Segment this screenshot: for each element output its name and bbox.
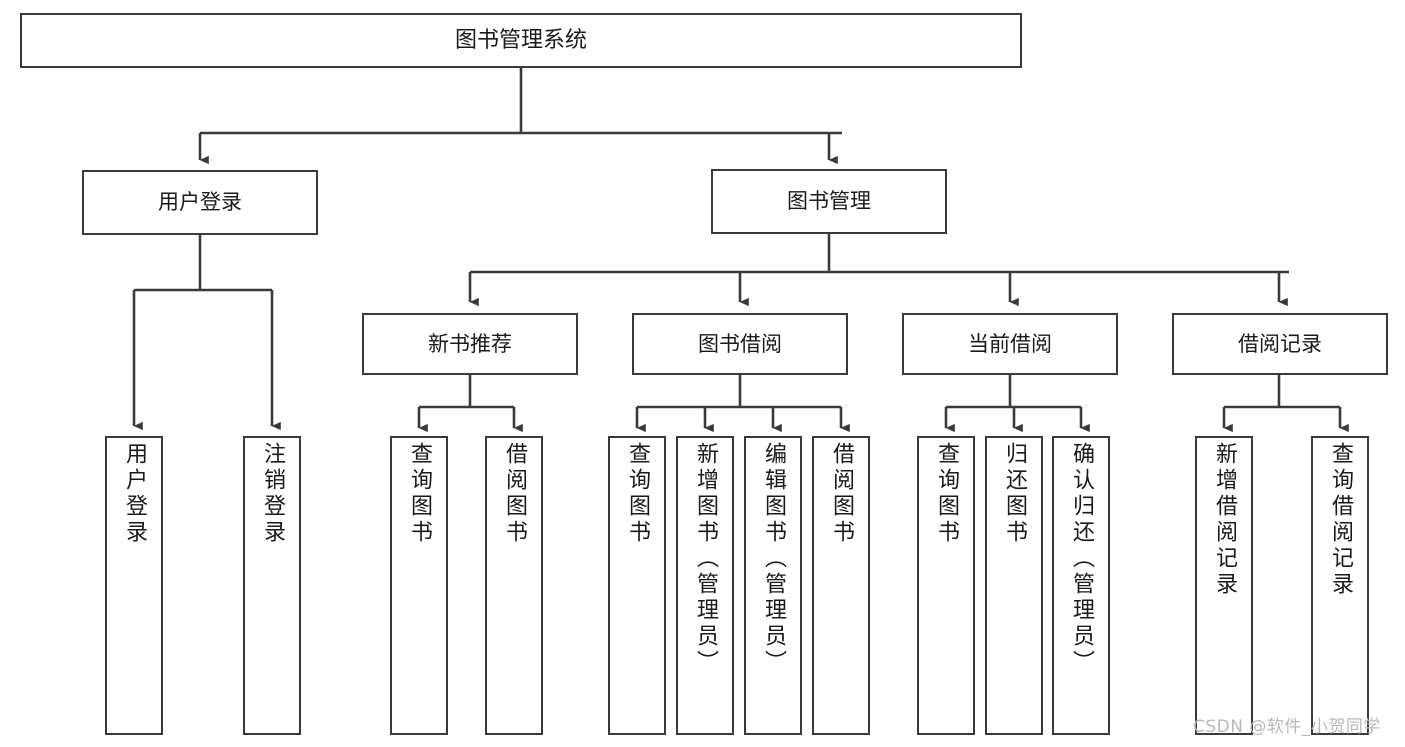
leaf-edit-book-label: 编辑图书（管理员） [761,442,786,676]
node-book-manage-label: 图书管理 [787,189,871,214]
node-new-book-recommend-label: 新书推荐 [428,331,512,356]
leaf-borrow-book-2-label: 借阅图书 [829,442,854,546]
leaf-confirm-return[interactable]: 确认归还（管理员） [1052,436,1110,735]
leaf-add-book-label: 新增图书（管理员） [693,442,718,676]
leaf-add-record-label: 新增借阅记录 [1212,442,1237,598]
leaf-query-book-1-label: 查询图书 [407,442,432,546]
leaf-query-record[interactable]: 查询借阅记录 [1311,436,1369,735]
leaf-add-book[interactable]: 新增图书（管理员） [676,436,734,735]
node-new-book-recommend[interactable]: 新书推荐 [362,313,578,375]
leaf-query-book-3[interactable]: 查询图书 [917,436,975,735]
leaf-query-book-1[interactable]: 查询图书 [390,436,448,735]
leaf-borrow-book-1[interactable]: 借阅图书 [485,436,543,735]
leaf-borrow-book-2[interactable]: 借阅图书 [812,436,870,735]
leaf-query-book-2[interactable]: 查询图书 [608,436,666,735]
leaf-borrow-book-1-label: 借阅图书 [502,442,527,546]
node-current-borrow[interactable]: 当前借阅 [902,313,1118,375]
leaf-add-record[interactable]: 新增借阅记录 [1195,436,1253,735]
node-user-login-label: 用户登录 [158,190,242,215]
leaf-return-book-label: 归还图书 [1002,442,1027,546]
node-borrow-record-label: 借阅记录 [1238,331,1322,356]
leaf-user-login[interactable]: 用户登录 [105,436,163,735]
node-root[interactable]: 图书管理系统 [20,13,1022,68]
leaf-query-book-3-label: 查询图书 [934,442,959,546]
node-borrow-record[interactable]: 借阅记录 [1172,313,1388,375]
node-book-borrow-label: 图书借阅 [698,331,782,356]
node-book-manage[interactable]: 图书管理 [711,169,947,234]
leaf-return-book[interactable]: 归还图书 [985,436,1043,735]
node-root-label: 图书管理系统 [454,27,587,53]
leaf-query-record-label: 查询借阅记录 [1328,442,1353,598]
node-current-borrow-label: 当前借阅 [968,331,1052,356]
leaf-query-book-2-label: 查询图书 [625,442,650,546]
leaf-logout-login-label: 注销登录 [260,442,285,546]
leaf-confirm-return-label: 确认归还（管理员） [1069,442,1094,676]
node-user-login[interactable]: 用户登录 [82,170,318,235]
leaf-logout-login[interactable]: 注销登录 [243,436,301,735]
node-book-borrow[interactable]: 图书借阅 [632,313,848,375]
leaf-edit-book[interactable]: 编辑图书（管理员） [744,436,802,735]
csdn-watermark: CSDN @软件_小贺同学 [1193,717,1381,737]
leaf-user-login-label: 用户登录 [122,442,147,546]
